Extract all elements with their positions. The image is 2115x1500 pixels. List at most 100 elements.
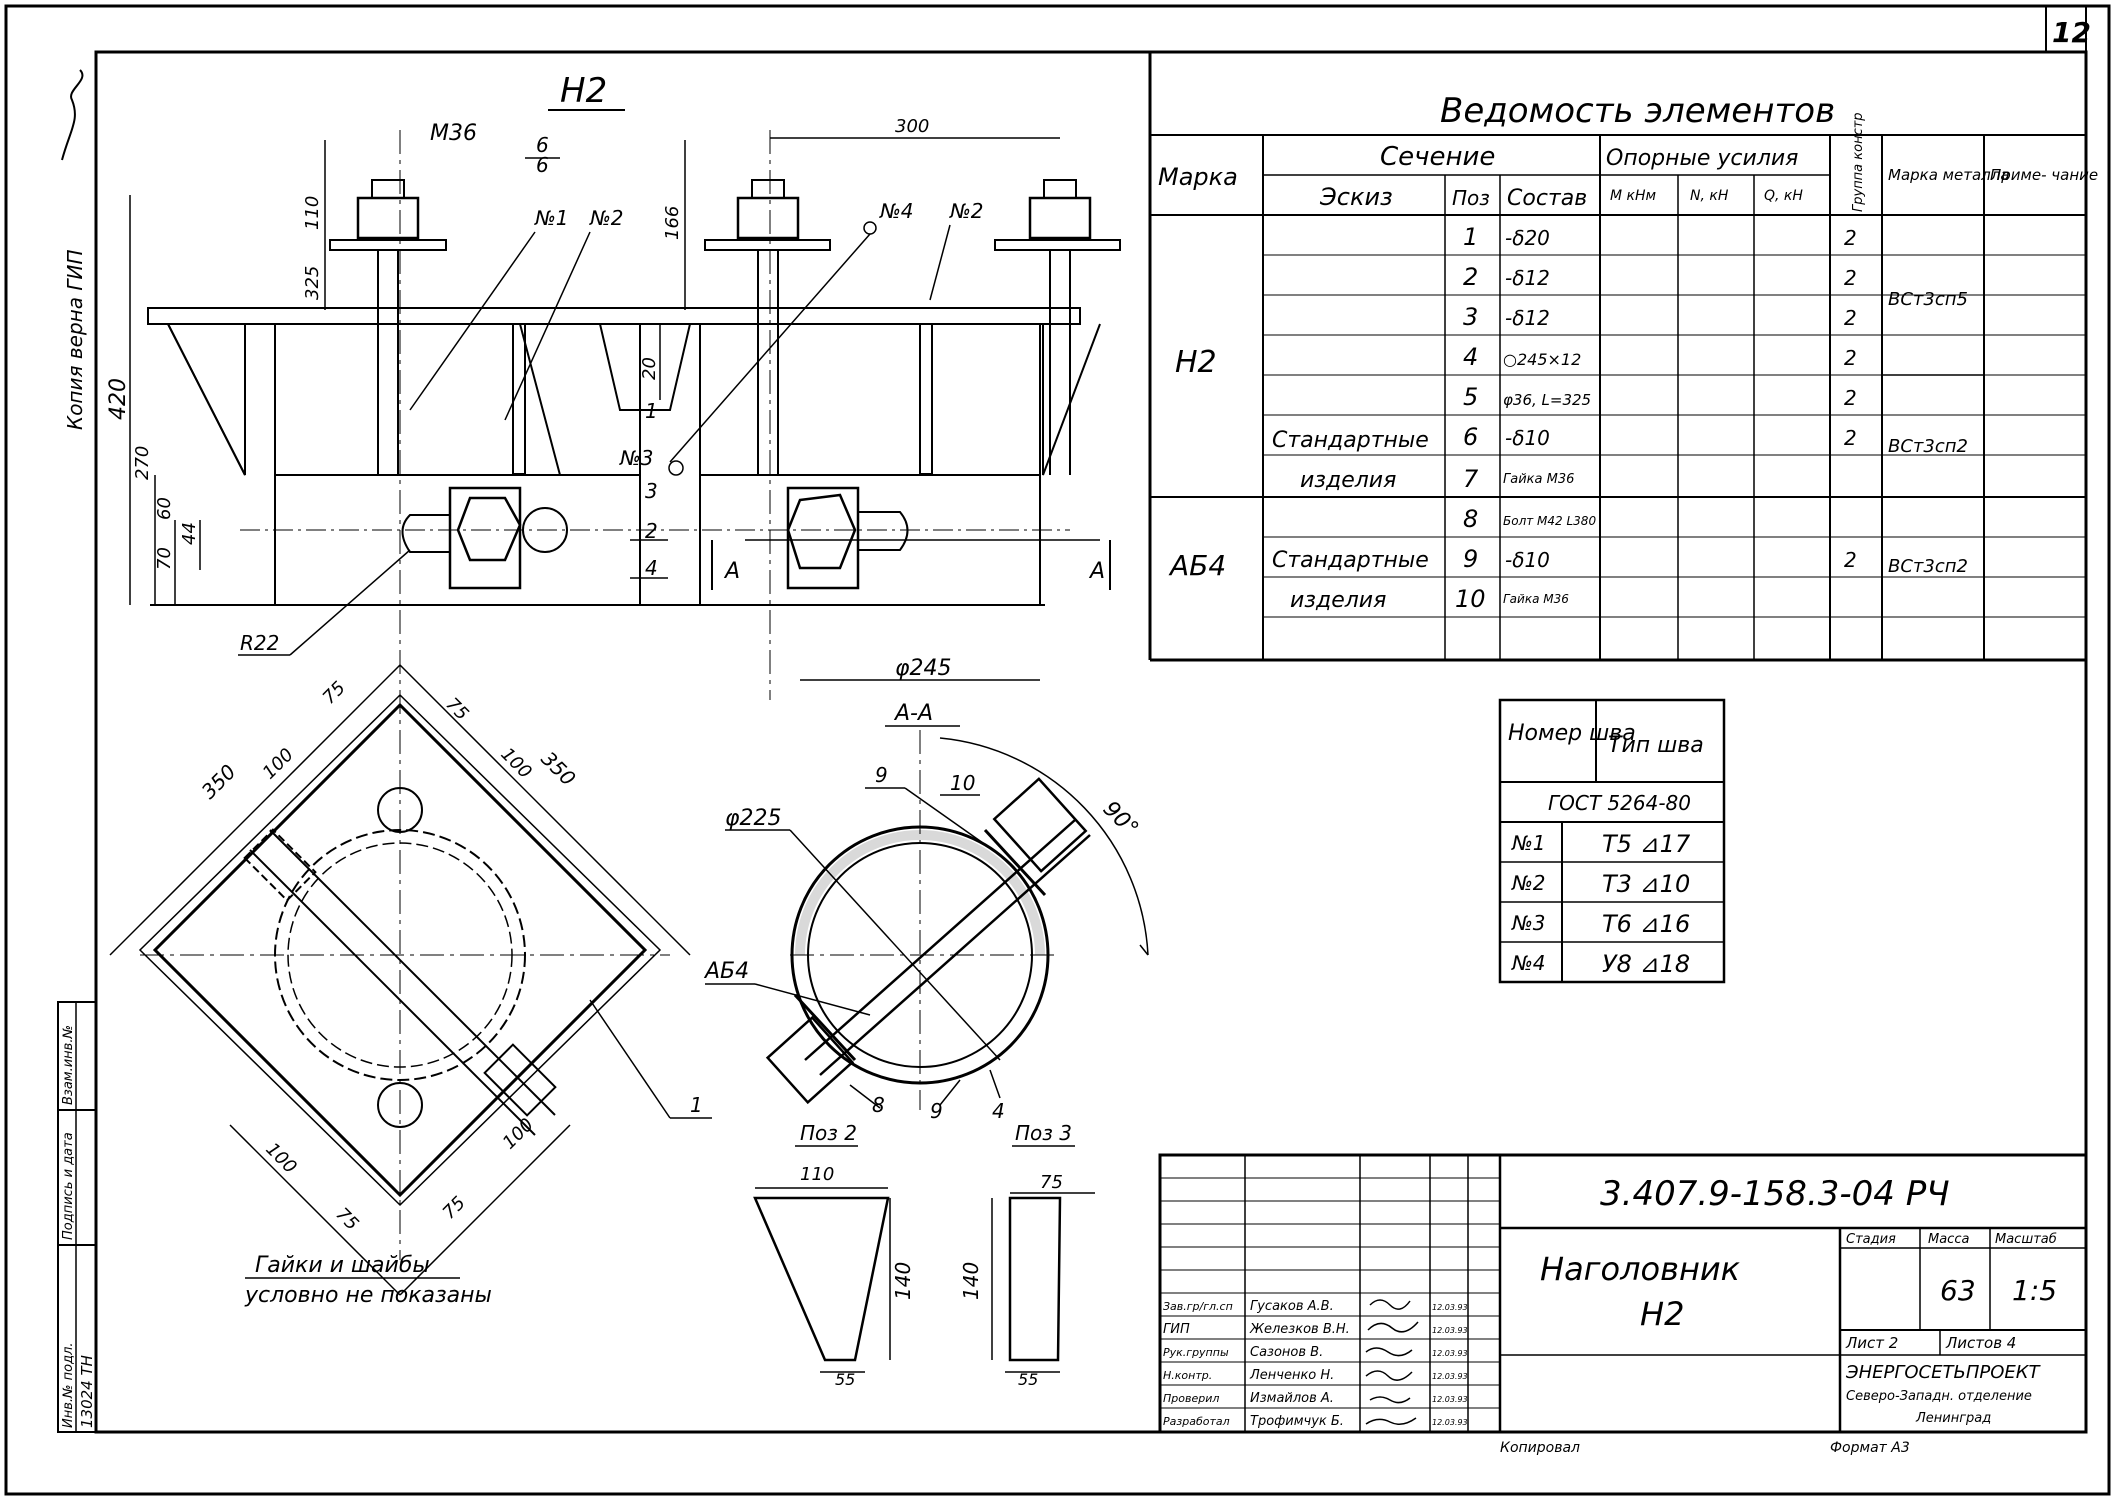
header-opornye: Опорные усилия: [1606, 146, 1798, 171]
section-pos-9b: 9: [930, 1099, 943, 1123]
header-eskiz: Эскиз: [1319, 183, 1393, 211]
org-name: ЭНЕРГОСЕТЬПРОЕКТ: [1845, 1362, 2042, 1383]
dim-70: 70: [154, 547, 175, 570]
detail-poz3: Поз 3 75 140 55: [959, 1121, 1095, 1389]
row-4-sostav: ○245×12: [1503, 350, 1581, 369]
dim-44: 44: [179, 522, 200, 545]
row-8-sostav: Болт М42 L380: [1503, 514, 1596, 528]
inv-podl-label: Инв.№ подл.: [61, 1342, 76, 1428]
name-1: Гусаков А.В.: [1250, 1299, 1334, 1314]
row-10-poz: 10: [1455, 585, 1486, 613]
drawing-name-line1: Наголовник: [1540, 1250, 1741, 1288]
row-4-group: 2: [1844, 346, 1857, 370]
weld-label-n2: №2: [589, 206, 624, 230]
date-1: 12.03.93: [1432, 1303, 1468, 1312]
table-row: 5 φ36, L=325 2: [1463, 383, 1857, 411]
weld-table: Номер шва Тип шва ГОСТ 5264-80 №1 Т5 ⊿17…: [1498, 698, 1726, 984]
pos-2-label: 2: [645, 519, 658, 543]
bolt-middle: [704, 179, 831, 475]
row-2-poz: 2: [1463, 263, 1478, 291]
header-marka-metalla: Марка металла: [1888, 166, 2010, 184]
masshtab-value: 1:5: [2012, 1274, 2057, 1307]
row-7-poz: 7: [1463, 465, 1479, 493]
weld-header-type: Тип шва: [1608, 733, 1704, 758]
plan-dim-75-d: 75: [439, 1192, 470, 1223]
header-marka: Марка: [1158, 163, 1238, 191]
row-3-sostav: -δ12: [1505, 306, 1550, 330]
elements-table: Ведомость элементов Марка Сечение Эскиз …: [1148, 52, 2098, 662]
copy-verified-stamp: Копия верна ГИП: [63, 249, 87, 430]
signature-row: Зав.гр/гл.сп Гусаков А.В. 12.03.93 ГИП Ж…: [1163, 1299, 1468, 1429]
plan-dim-100-b: 100: [496, 744, 535, 783]
row-7-eskiz: изделия: [1300, 468, 1396, 493]
table-row: 4 ○245×12 2: [1463, 343, 1857, 371]
poz2-top-dim: 110: [800, 1164, 834, 1185]
sheet-number: 12: [2052, 16, 2091, 49]
section-pos-8: 8: [872, 1093, 885, 1117]
side-approval-block: Инв.№ подл. 13024 ТН Подпись и дата Взам…: [57, 1001, 97, 1433]
name-6: Трофимчук Б.: [1250, 1414, 1344, 1429]
plate-square: [152, 702, 648, 1198]
section-aa-view: А-А φ225 90° 9 10 АБ4 8 9 4: [703, 701, 1149, 1123]
row-6-poz: 6: [1463, 423, 1478, 451]
plan-dim-350-left: 350: [197, 760, 241, 804]
outer-border: [4, 4, 2111, 1496]
header-primechanie: Приме- чание: [1990, 166, 2098, 184]
row-2-group: 2: [1844, 266, 1857, 290]
bolt-hole-bottom: [377, 1082, 423, 1128]
name-5: Измайлов А.: [1250, 1391, 1334, 1406]
inv-podl-value: 13024 ТН: [78, 1355, 96, 1428]
table-row: 8 Болт М42 L380: [1463, 505, 1596, 533]
gusset-pos3: [519, 323, 600, 476]
row-5-poz: 5: [1463, 383, 1478, 411]
name-3: Сазонов В.: [1250, 1345, 1323, 1360]
org-city: Ленинград: [1915, 1411, 1991, 1426]
date-3: 12.03.93: [1432, 1349, 1468, 1358]
bolt-ab4-section: [765, 777, 1091, 1105]
right-stiffener: [1042, 323, 1101, 476]
table-row: 2 -δ12 2: [1463, 263, 1857, 291]
gusset-pos2: [599, 323, 691, 411]
podpis-label: Подпись и дата: [61, 1132, 76, 1240]
table-row: 1 -δ20 2: [1463, 223, 1857, 251]
row-9-eskiz: Стандартные: [1272, 548, 1429, 573]
poz3-top-dim: 75: [1040, 1172, 1063, 1193]
plan-dim-100-d: 100: [499, 1114, 538, 1153]
section-mark-a-left: А: [723, 559, 740, 584]
poz3-height-dim: 140: [959, 1262, 983, 1300]
header-sostav: Состав: [1507, 186, 1587, 211]
header-m: М кНм: [1610, 188, 1657, 204]
row-1-poz: 1: [1463, 223, 1478, 251]
steel-grade-1: ВСт3сп5: [1888, 289, 1968, 310]
massa-header: Масса: [1928, 1232, 1969, 1247]
handwritten-signatures: [1365, 1299, 1419, 1425]
section-dim-225: φ225: [725, 806, 782, 831]
inner-frame: [94, 50, 2088, 1434]
list-value: Лист 2: [1845, 1334, 1898, 1352]
row-9-group: 2: [1844, 548, 1857, 572]
plan-dim-100-c: 100: [261, 1139, 300, 1178]
role-6: Разработал: [1163, 1415, 1230, 1428]
weld-row-3-no: №3: [1511, 911, 1546, 935]
table-row: изделия 7 Гайка М36: [1300, 465, 1574, 493]
plan-pos-1: 1: [690, 1093, 703, 1117]
row-9-sostav: -δ10: [1505, 548, 1550, 572]
signature-mark: [61, 69, 84, 161]
org-branch: Северо-Западн. отделение: [1846, 1389, 2032, 1404]
date-4: 12.03.93: [1432, 1372, 1468, 1381]
vzam-label: Взам.инв.№: [61, 1025, 76, 1105]
weld-row-3-type: Т6 ⊿16: [1602, 910, 1690, 938]
section-aa-title: А-А: [893, 701, 933, 726]
dim-245: φ245: [895, 656, 952, 681]
weld-row-4-no: №4: [1511, 951, 1546, 975]
header-q: Q, кН: [1764, 188, 1803, 204]
weld-row-2-type: Т3 ⊿10: [1602, 870, 1690, 898]
header-sechenie: Сечение: [1380, 142, 1495, 172]
row-1-group: 2: [1844, 226, 1857, 250]
weld-row-2-no: №2: [1511, 871, 1546, 895]
table-row: Стандартные 9 -δ10 2: [1272, 545, 1857, 573]
poz3-title: Поз 3: [1015, 1121, 1072, 1145]
section-mark-a-right: А: [1088, 559, 1105, 584]
row-6-sostav: -δ10: [1505, 426, 1550, 450]
kopiroval-label: Копировал: [1500, 1440, 1580, 1456]
